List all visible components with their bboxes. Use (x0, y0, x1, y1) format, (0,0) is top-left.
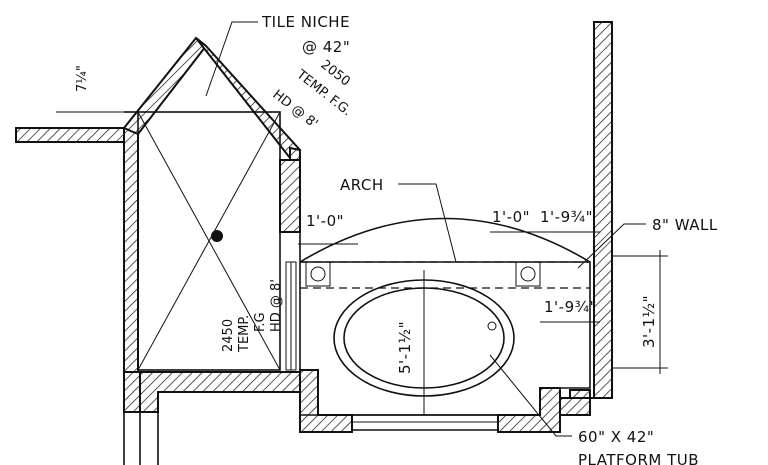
tub-size-label: 60" X 42" (578, 428, 654, 446)
corridor-walls (123, 412, 159, 465)
arch-offset-left-dimension: 1'-0" (306, 212, 344, 230)
leader-lines (205, 21, 646, 437)
tub-oval (333, 270, 515, 415)
tub-depth-dimension: 3'-1½" (640, 295, 658, 348)
tub-platform (299, 217, 591, 416)
shower-bottom-wall (139, 371, 301, 413)
right-clearance-top-dimension: 1'-9¾" (540, 208, 593, 226)
bench-height-dimension: 7¼" (75, 65, 90, 92)
shower-stall (124, 111, 281, 371)
tub-length-dimension: 5'-1½" (396, 321, 414, 374)
niche-left-wall (122, 36, 208, 136)
arch-label: ARCH (340, 176, 384, 194)
left-window (285, 261, 297, 371)
left-window-spec-label: TEMP. (237, 315, 252, 353)
right-wall-main (593, 21, 613, 399)
bottom-window (352, 414, 498, 431)
wall-label: 8" WALL (652, 216, 718, 234)
right-clearance-mid-dimension: 1'-9¾" (544, 298, 597, 316)
shower-drain-icon (211, 230, 223, 242)
tile-niche-label: TILE NICHE (261, 13, 350, 31)
tile-niche-height-label: @ 42" (302, 38, 350, 56)
tub-type-label: PLATFORM TUB (578, 451, 699, 465)
bottom-right-wall (497, 387, 561, 433)
mid-divider-wall (279, 159, 301, 233)
left-wall (123, 127, 139, 373)
left-wall-lower (123, 371, 141, 413)
right-lower-jog (569, 388, 613, 399)
left-window-head-label: HD @ 8' (269, 279, 284, 332)
dimension-lines (56, 111, 668, 374)
bottom-left-wall (299, 369, 353, 433)
left-bench-wall (15, 127, 125, 143)
left-window-size-label: 2450 (221, 319, 236, 352)
arch-offset-right-dimension: 1'-0" (492, 208, 530, 226)
left-window-glass-label: F.G (253, 312, 268, 332)
